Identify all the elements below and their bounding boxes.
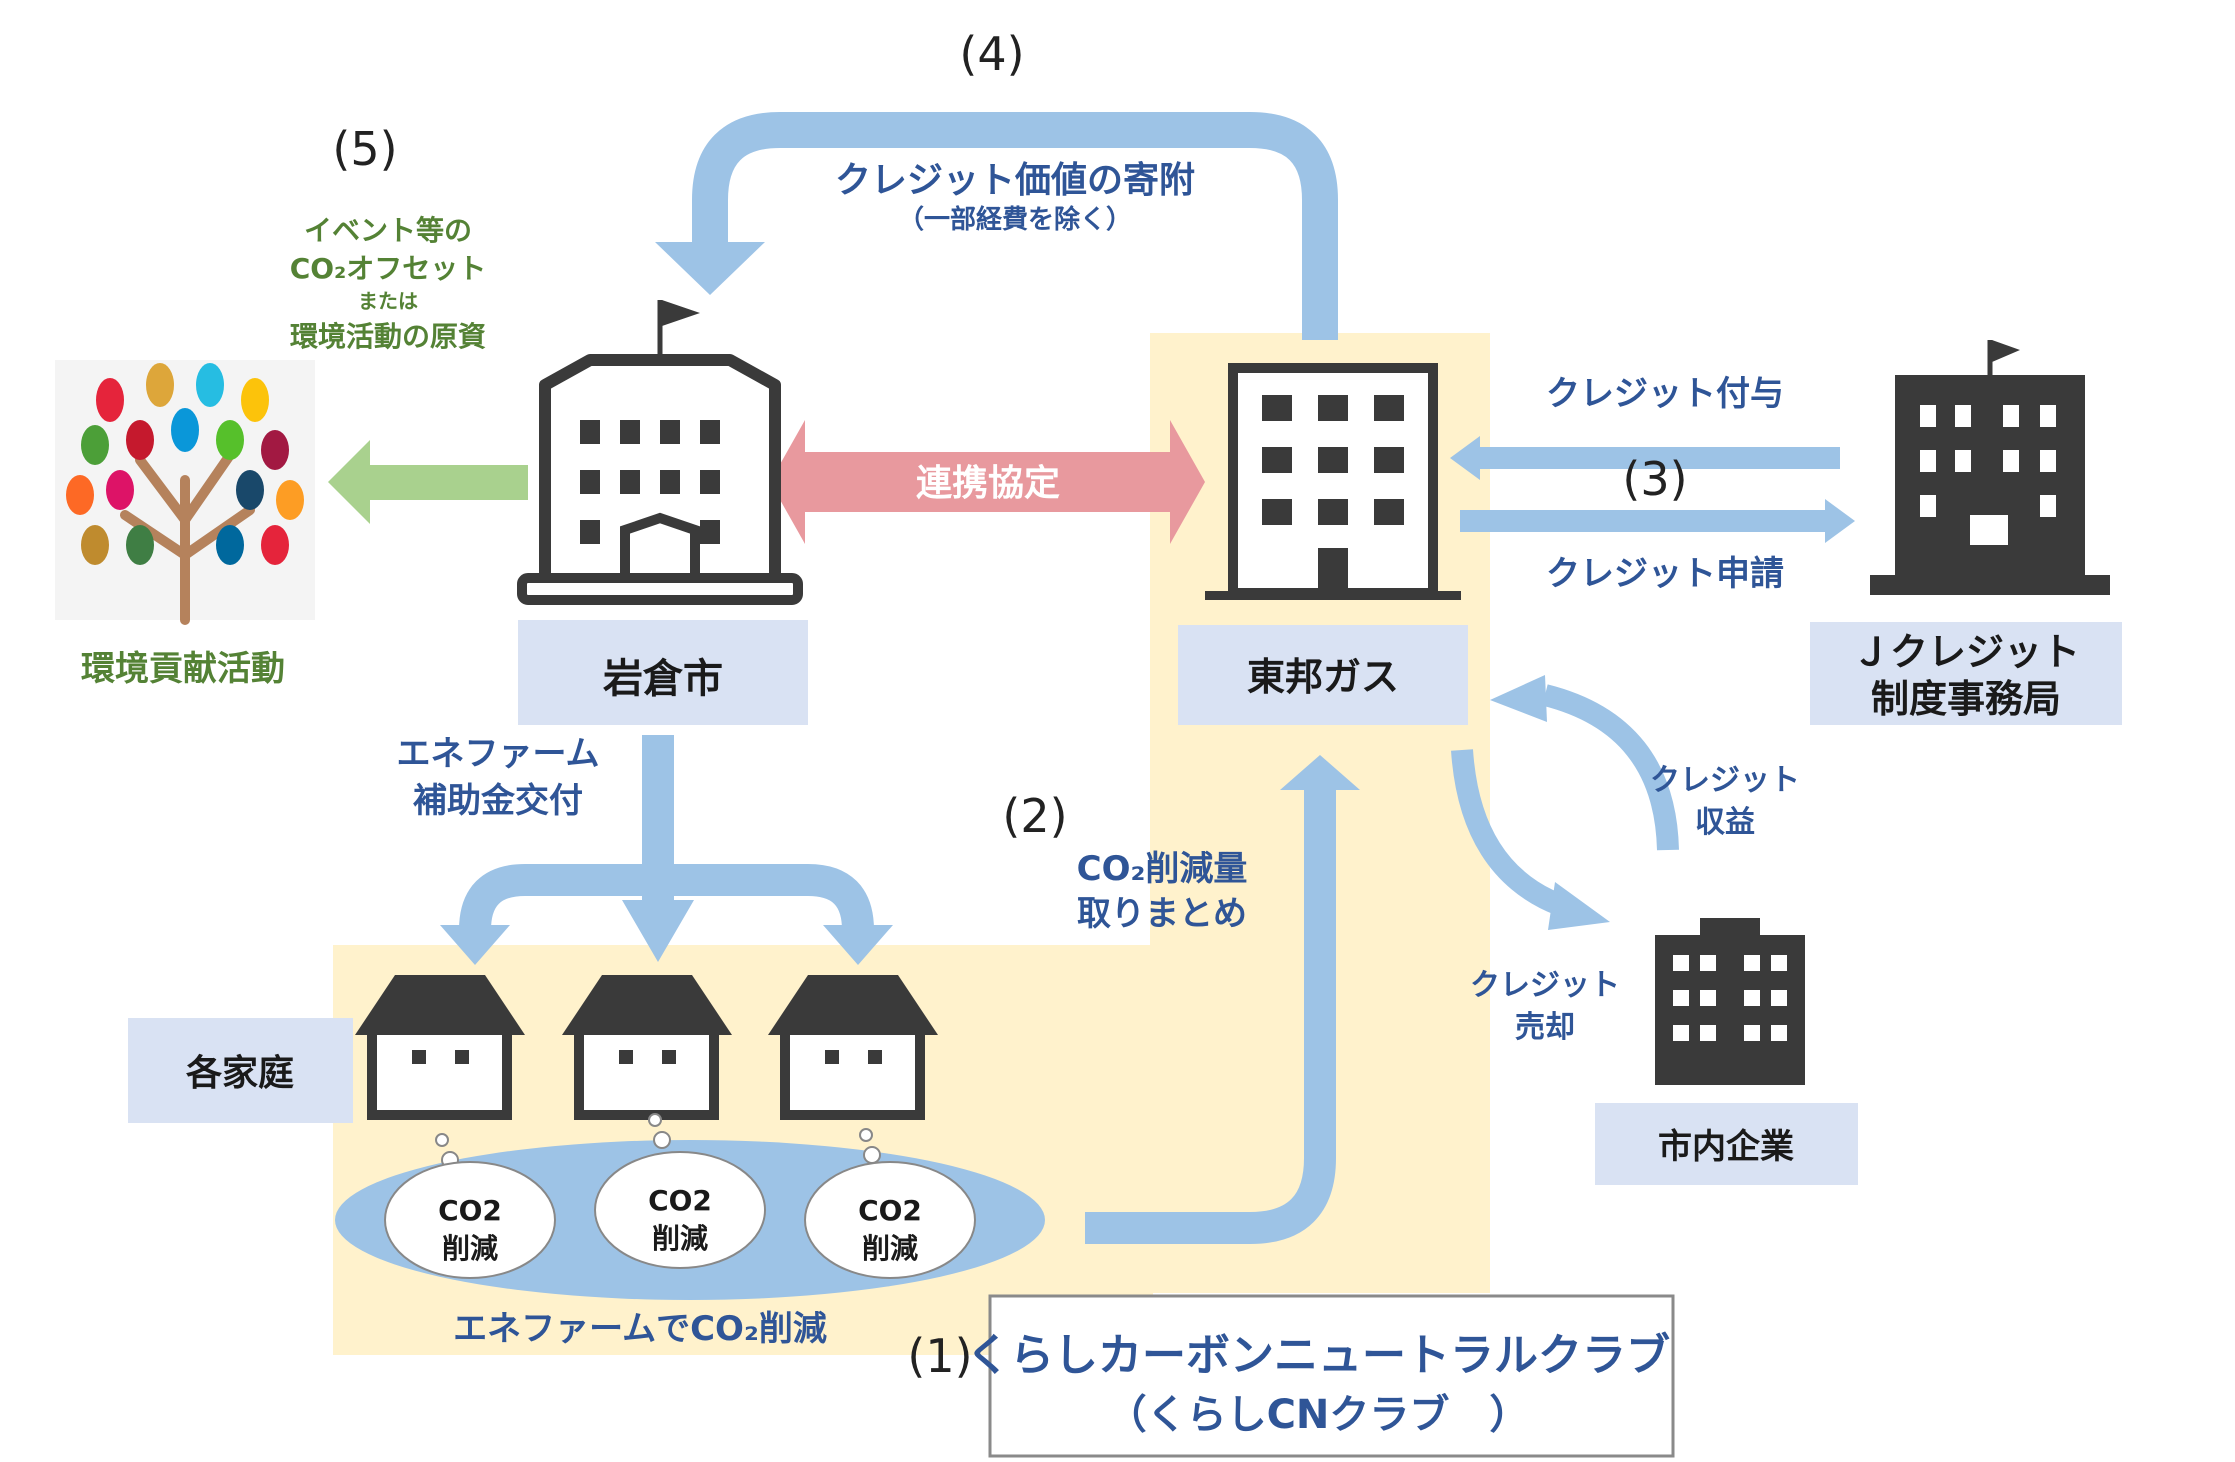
donation-arrow-head	[655, 242, 765, 295]
step-3: (3)	[1622, 452, 1687, 506]
credit-sale-label-line1: クレジット	[1470, 968, 1620, 1003]
cloud-label-line1: CO2	[438, 1194, 502, 1227]
companies-label-box	[1595, 1103, 1858, 1185]
enefarm-co2-label: エネファームでCO₂削減	[453, 1309, 827, 1349]
offset-label-line1: イベント等の	[304, 214, 472, 247]
donation-label: クレジット価値の寄附	[835, 160, 1195, 201]
donation-arrow	[692, 112, 1338, 340]
club-name-line2: （くらしCNクラブ ）	[1107, 1392, 1530, 1438]
iwakura-label: 岩倉市	[603, 656, 723, 702]
city-hall-icon	[517, 300, 803, 605]
cloud-icon	[384, 1113, 976, 1279]
companies-label: 市内企業	[1658, 1127, 1794, 1167]
offset-label-line2: CO₂オフセット	[290, 252, 487, 285]
grant-arrow-head-right	[823, 925, 893, 965]
offset-label-line4: 環境活動の原資	[290, 320, 486, 353]
house-icon	[355, 975, 525, 1120]
jcredit-label-line1: Ｊクレジット	[1852, 630, 2080, 674]
toho-gas-building-icon	[1205, 363, 1461, 600]
credit-grant-label: クレジット付与	[1546, 374, 1784, 414]
partnership-arrow	[770, 420, 1205, 544]
grant-label-line1: エネファーム	[397, 734, 600, 774]
env-arrow	[328, 440, 528, 524]
credit-apply-arrow	[1460, 510, 1825, 532]
credit-sale-label-line2: 売却	[1515, 1010, 1575, 1045]
house-icon	[768, 975, 938, 1120]
cloud-label-line1: CO2	[648, 1184, 712, 1217]
grant-arrow-head-left	[440, 925, 510, 965]
toho-label-box	[1178, 625, 1468, 725]
households-label: 各家庭	[186, 1053, 294, 1094]
jcredit-label-line2: 制度事務局	[1871, 677, 2061, 721]
grant-arrow-branch	[459, 864, 874, 931]
house-icon	[562, 975, 732, 1120]
co2-collect-arrow	[1085, 790, 1336, 1244]
club-name-line1: くらしカーボンニュートラルクラブ	[966, 1330, 1670, 1381]
households-label-box	[128, 1018, 353, 1123]
credit-apply-label: クレジット申請	[1546, 554, 1784, 594]
credit-grant-arrow-head	[1450, 436, 1480, 480]
grant-arrow-head-mid	[622, 900, 694, 962]
co2-collect-label-line1: CO₂削減量	[1077, 849, 1248, 889]
jcredit-office-building-icon	[1870, 340, 2110, 595]
credit-grant-arrow	[1478, 447, 1840, 469]
company-building-icon	[1655, 918, 1805, 1085]
credit-sale-arrow-head	[1548, 882, 1610, 930]
grant-label-line2: 補助金交付	[413, 781, 583, 821]
step-1: (1)	[907, 1329, 972, 1383]
jcredit-label-box	[1810, 622, 2122, 725]
step-5: (5)	[332, 122, 397, 176]
cloud-label-line2: 削減	[862, 1232, 918, 1265]
offset-label-line3: または	[358, 289, 418, 313]
credit-revenue-arrow	[1542, 684, 1679, 851]
sdg-tree-icon	[55, 360, 315, 625]
cloud-label-line2: 削減	[442, 1232, 498, 1265]
donation-note: （一部経費を除く）	[898, 204, 1132, 235]
toho-label: 東邦ガス	[1247, 655, 1399, 699]
iwakura-label-box	[518, 620, 808, 725]
env-label: 環境貢献活動	[81, 649, 285, 689]
co2-collect-arrow-head	[1280, 755, 1360, 790]
co2-collect-label-line2: 取りまとめ	[1077, 894, 1247, 934]
credit-revenue-label-line1: クレジット	[1650, 763, 1800, 798]
step-4: (4)	[959, 27, 1024, 81]
credit-sale-arrow	[1451, 749, 1565, 916]
partnership-label: 連携協定	[916, 463, 1060, 504]
cloud-label-line2: 削減	[652, 1222, 708, 1255]
credit-revenue-arrow-head	[1490, 675, 1547, 722]
step-2: (2)	[1002, 789, 1067, 843]
club-box	[988, 1294, 1675, 1458]
credit-apply-arrow-head	[1825, 499, 1855, 543]
cloud-label-line1: CO2	[858, 1194, 922, 1227]
credit-revenue-label-line2: 収益	[1695, 805, 1755, 840]
